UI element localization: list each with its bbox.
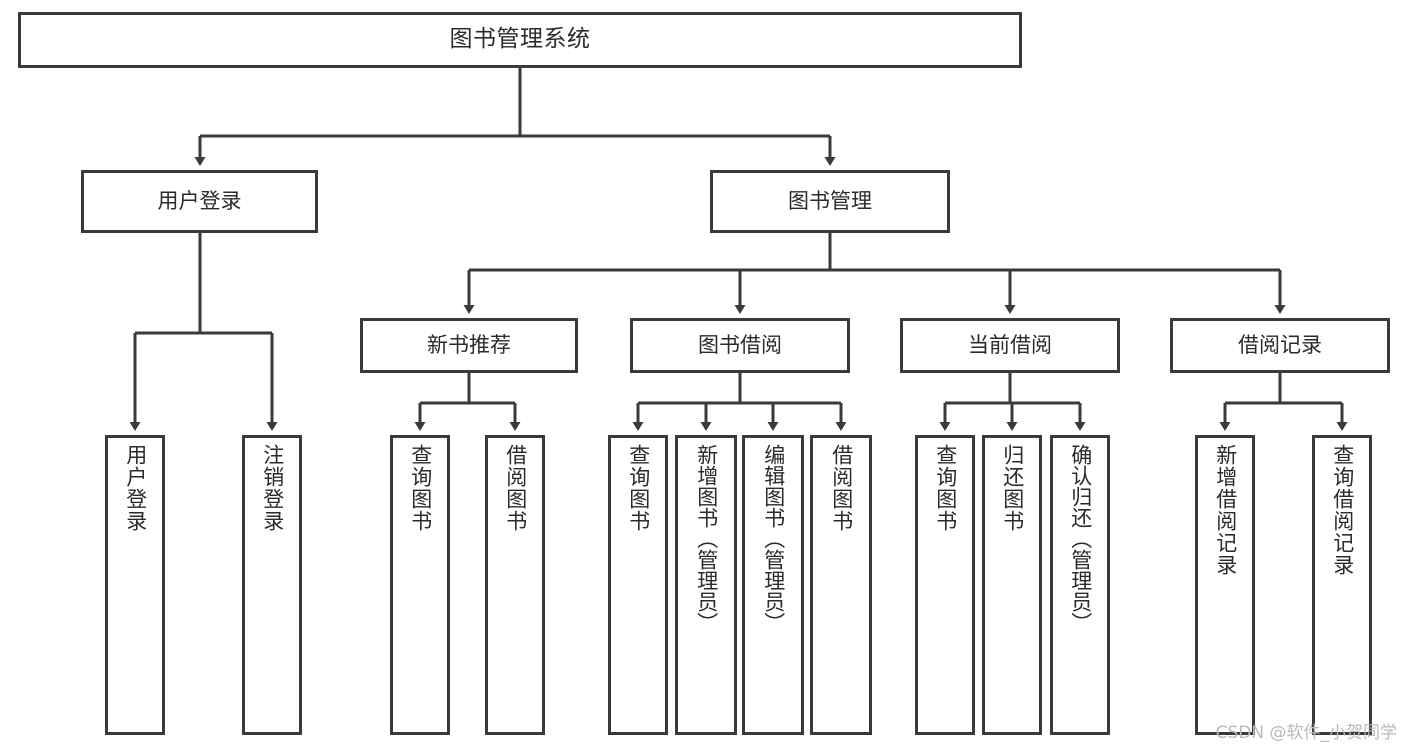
- node-borrow-record-label: 借阅记录: [1238, 333, 1322, 358]
- node-book-borrow-label: 图书借阅: [698, 333, 782, 358]
- node-new-book-recommend[interactable]: 新书推荐: [360, 318, 578, 373]
- leaf-node[interactable]: 查询图书: [915, 435, 975, 735]
- leaf-node[interactable]: 查询图书: [390, 435, 450, 735]
- leaf-node-label: 注销登录: [260, 444, 285, 532]
- leaf-node-label: 确认归还（管理员）: [1068, 444, 1093, 633]
- leaf-node-label: 借阅图书: [829, 444, 854, 532]
- node-root[interactable]: 图书管理系统: [18, 12, 1022, 68]
- leaf-node-label: 归还图书: [1000, 444, 1025, 532]
- leaf-node-label: 新增借阅记录: [1213, 444, 1238, 576]
- leaf-node-label: 查询图书: [408, 444, 433, 532]
- leaf-node[interactable]: 查询图书: [608, 435, 668, 735]
- node-user-login[interactable]: 用户登录: [81, 170, 318, 233]
- node-book-borrow[interactable]: 图书借阅: [630, 318, 850, 373]
- leaf-node[interactable]: 查询借阅记录: [1312, 435, 1372, 735]
- node-current-borrow[interactable]: 当前借阅: [900, 318, 1120, 373]
- leaf-node-label: 新增图书（管理员）: [694, 444, 719, 633]
- leaf-node[interactable]: 借阅图书: [485, 435, 545, 735]
- leaf-node[interactable]: 确认归还（管理员）: [1050, 435, 1110, 735]
- node-new-book-recommend-label: 新书推荐: [427, 333, 511, 358]
- node-book-management[interactable]: 图书管理: [710, 170, 950, 233]
- leaf-node-label: 查询图书: [933, 444, 958, 532]
- node-borrow-record[interactable]: 借阅记录: [1170, 318, 1390, 373]
- leaf-node[interactable]: 归还图书: [982, 435, 1042, 735]
- leaf-node-label: 查询借阅记录: [1330, 444, 1355, 576]
- leaf-node-label: 借阅图书: [503, 444, 528, 532]
- node-root-label: 图书管理系统: [449, 26, 591, 53]
- csdn-watermark: CSDN @软件_小贺同学: [1215, 723, 1397, 743]
- leaf-node[interactable]: 新增图书（管理员）: [675, 435, 737, 735]
- node-current-borrow-label: 当前借阅: [968, 333, 1052, 358]
- node-book-management-label: 图书管理: [788, 189, 872, 214]
- leaf-node[interactable]: 借阅图书: [810, 435, 872, 735]
- leaf-node-label: 查询图书: [626, 444, 651, 532]
- leaf-node-label: 用户登录: [123, 444, 148, 532]
- leaf-node[interactable]: 用户登录: [105, 435, 165, 735]
- leaf-node[interactable]: 注销登录: [242, 435, 302, 735]
- leaf-node[interactable]: 编辑图书（管理员）: [742, 435, 804, 735]
- leaf-node[interactable]: 新增借阅记录: [1195, 435, 1255, 735]
- node-user-login-label: 用户登录: [157, 189, 242, 214]
- leaf-node-label: 编辑图书（管理员）: [761, 444, 786, 633]
